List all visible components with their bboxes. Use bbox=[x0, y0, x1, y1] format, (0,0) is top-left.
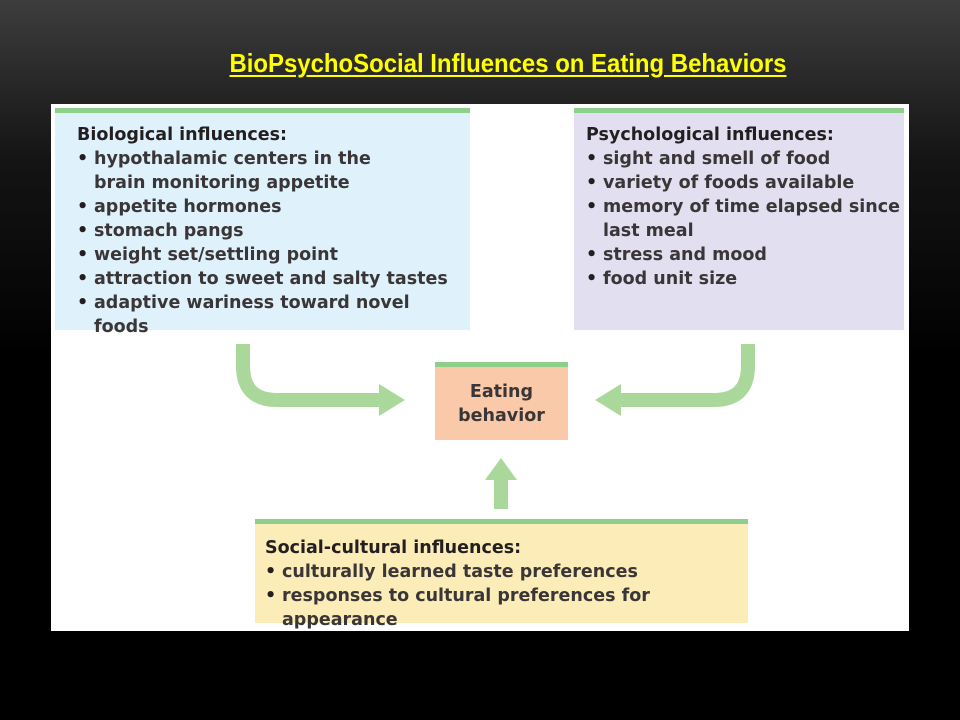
psychological-list: sight and smell of food variety of foods… bbox=[586, 147, 904, 291]
list-item: adaptive wariness toward novel foods bbox=[77, 291, 470, 339]
social-to-behavior-arrow bbox=[485, 458, 517, 509]
biological-list: hypothalamic centers in the brain monito… bbox=[77, 147, 470, 339]
list-item: stress and mood bbox=[586, 243, 904, 267]
social-heading: Social-cultural influences: bbox=[265, 538, 522, 558]
list-item: food unit size bbox=[586, 267, 904, 291]
psych-to-behavior-arrow bbox=[595, 344, 755, 416]
eating-behavior-label: Eating behavior bbox=[458, 381, 545, 426]
list-item: memory of time elapsed since last meal bbox=[586, 195, 904, 243]
bio-to-behavior-arrow bbox=[236, 344, 405, 416]
list-item: variety of foods available bbox=[586, 171, 904, 195]
psychological-heading: Psychological influences: bbox=[586, 125, 834, 145]
list-item: appetite hormones bbox=[77, 195, 470, 219]
psychological-influences-box: Psychological influences: sight and smel… bbox=[574, 108, 904, 330]
social-list: culturally learned taste preferences res… bbox=[265, 560, 748, 632]
list-item: responses to cultural preferences for ap… bbox=[265, 584, 748, 632]
arrows-layer bbox=[236, 344, 755, 509]
list-item: stomach pangs bbox=[77, 219, 470, 243]
social-cultural-influences-box: Social-cultural influences: culturally l… bbox=[255, 519, 748, 630]
biological-heading: Biological influences: bbox=[77, 125, 288, 145]
list-item: attraction to sweet and salty tastes bbox=[77, 267, 470, 291]
biological-influences-box: Biological influences: hypothalamic cent… bbox=[55, 108, 470, 337]
list-item: hypothalamic centers in the brain monito… bbox=[77, 147, 470, 195]
diagram-figure: Biological influences: hypothalamic cent… bbox=[51, 104, 909, 631]
eating-behavior-box: Eating behavior bbox=[435, 362, 568, 440]
list-item: weight set/settling point bbox=[77, 243, 470, 267]
list-item: culturally learned taste preferences bbox=[265, 560, 748, 584]
slide-title: BioPsychoSocial Influences on Eating Beh… bbox=[229, 48, 787, 78]
list-item: sight and smell of food bbox=[586, 147, 904, 171]
